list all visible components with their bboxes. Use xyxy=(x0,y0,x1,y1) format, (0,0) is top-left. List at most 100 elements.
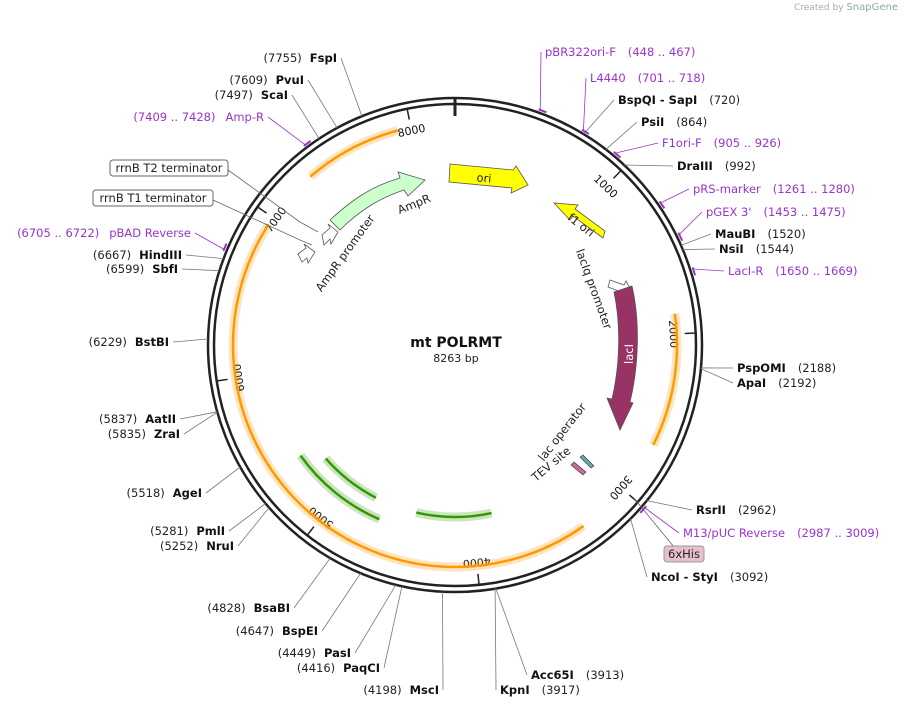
orf-arc-ampr-glow xyxy=(307,126,399,180)
primer-range: (905 .. 926) xyxy=(714,136,782,150)
enzyme-name: DraIII xyxy=(677,159,713,173)
primer-mark xyxy=(303,140,312,147)
enzyme-position: (992) xyxy=(725,159,756,173)
enzyme-name: MscI xyxy=(410,683,439,697)
enzyme-site-zrai: ZraI (5835) xyxy=(108,411,218,441)
primer-name: pRS-marker xyxy=(693,182,761,196)
rrnb-t2-terminator-box: rrnB T2 terminator xyxy=(109,159,319,233)
enzyme-name: ZraI xyxy=(154,427,180,441)
primer-range: (1261 .. 1280) xyxy=(773,182,855,196)
enzyme-leader xyxy=(624,164,674,167)
enzyme-name: ApaI xyxy=(737,376,766,390)
enzyme-name: AgeI xyxy=(173,486,202,500)
enzyme-site-pvui: PvuI(7609) xyxy=(229,73,338,129)
primer-leader xyxy=(679,211,703,235)
enzyme-site-hindiii: HindIII (6667) xyxy=(93,248,224,262)
6xhis-feature: 6xHis xyxy=(632,496,705,563)
orf-arc-main xyxy=(231,224,585,569)
enzyme-position: (5835) xyxy=(108,427,146,441)
enzyme-leader xyxy=(179,411,218,420)
enzyme-name: SbfI xyxy=(152,262,178,276)
enzyme-site-acc65i: Acc65I(3913) xyxy=(495,588,624,682)
enzyme-position: (5281) xyxy=(150,524,188,538)
enzyme-name: HindIII xyxy=(139,248,182,262)
orf-arc-laci xyxy=(652,313,679,446)
orf-arc-green-2 xyxy=(324,457,377,499)
enzyme-position: (2188) xyxy=(798,361,836,375)
primer-mark xyxy=(613,151,622,159)
enzyme-leader xyxy=(383,586,403,669)
enzyme-position: (5252) xyxy=(160,539,198,553)
enzyme-leader xyxy=(172,338,209,343)
credit-prefix: Created by xyxy=(794,3,844,13)
enzyme-leader xyxy=(682,248,716,250)
enzyme-name: PmlI xyxy=(196,524,225,538)
enzyme-name: BstBI xyxy=(135,335,169,349)
enzyme-site-scai: ScaI(7497) xyxy=(215,88,320,139)
enzyme-site-pmli: PmlI (5281) xyxy=(150,503,266,538)
enzyme-position: (7755) xyxy=(264,51,302,65)
enzyme-leader xyxy=(237,507,270,547)
primer-f1ori-f: F1ori-F(905 .. 926) xyxy=(613,136,782,159)
enzyme-site-msci: MscI(4198) xyxy=(363,591,444,697)
primer-name: L4440 xyxy=(590,71,626,85)
tick-mark xyxy=(216,378,228,382)
tick-mark xyxy=(257,206,267,214)
enzyme-leader xyxy=(321,573,361,632)
credit: Created by SnapGene xyxy=(794,2,898,13)
tick-label: 3000 xyxy=(607,473,635,503)
enzyme-position: (4647) xyxy=(236,624,274,638)
enzyme-leader xyxy=(494,588,497,691)
enzyme-position: (6229) xyxy=(89,335,127,349)
enzyme-leader xyxy=(293,557,331,609)
enzyme-leader xyxy=(354,584,397,654)
primer-leader xyxy=(539,51,542,110)
enzyme-name: MauBI xyxy=(715,227,755,241)
enzyme-position: (3917) xyxy=(542,683,580,697)
enzyme-leader xyxy=(630,518,648,578)
orf-arc-ampr xyxy=(309,129,399,178)
primer-leader xyxy=(267,116,306,146)
enzyme-site-sbfi: SbfI(6599) xyxy=(106,262,220,276)
enzyme-position: (6667) xyxy=(93,248,131,262)
enzyme-name: KpnI xyxy=(500,683,530,697)
enzyme-site-bspei: BspEI(4647) xyxy=(236,573,361,638)
primer-leader xyxy=(583,77,587,131)
enzyme-name: AatII xyxy=(145,412,176,426)
enzyme-position: (4416) xyxy=(297,661,335,675)
tick-label: 8000 xyxy=(397,122,427,140)
primer-leader xyxy=(660,188,690,204)
enzyme-leader xyxy=(181,268,220,272)
enzyme-site-agei: AgeI (5518) xyxy=(127,466,241,500)
primer-mark xyxy=(658,200,666,209)
enzyme-leader xyxy=(185,254,224,260)
primer-range: (701 .. 718) xyxy=(638,71,706,85)
enzyme-leader xyxy=(291,94,320,139)
primer-name: LacI-R xyxy=(728,264,763,278)
primer-layer: pBR322ori-F(448 .. 467)L4440(701 .. 718)… xyxy=(17,45,879,540)
enzyme-site-kpni: KpnI (3917) xyxy=(494,588,580,697)
enzyme-site-pasi: PasI(4449) xyxy=(278,584,397,660)
enzyme-position: (1544) xyxy=(756,242,794,256)
enzyme-name: RsrII xyxy=(696,503,726,517)
enzyme-name: BspQI - SapI xyxy=(618,93,697,107)
primer-range: (6705 .. 6722) xyxy=(17,226,99,240)
enzyme-position: (5518) xyxy=(127,486,165,500)
enzyme-leader xyxy=(646,500,693,511)
laci-feature: lacI xyxy=(606,285,638,431)
enzyme-position: (7609) xyxy=(229,73,267,87)
f1-ori-feature: f1 ori xyxy=(552,202,606,240)
primer-pgex-3-: pGEX 3'(1453 .. 1475) xyxy=(677,205,846,242)
enzyme-site-apai: ApaI(2192) xyxy=(700,368,816,390)
enzyme-site-psii: PsiI(864) xyxy=(605,115,707,150)
snapgene-brand: SnapGene xyxy=(846,2,898,13)
primer-name: M13/pUC Reverse xyxy=(683,526,785,540)
enzyme-site-bsabi: BsaBI(4828) xyxy=(207,557,331,615)
enzyme-name: NcoI - StyI xyxy=(651,570,718,584)
primer-name: pBR322ori-F xyxy=(545,45,616,59)
plasmid-size: 8263 bp xyxy=(433,352,478,365)
ori-label: ori xyxy=(476,170,492,185)
primer-range: (1453 .. 1475) xyxy=(764,205,846,219)
primer-leader xyxy=(693,268,725,272)
